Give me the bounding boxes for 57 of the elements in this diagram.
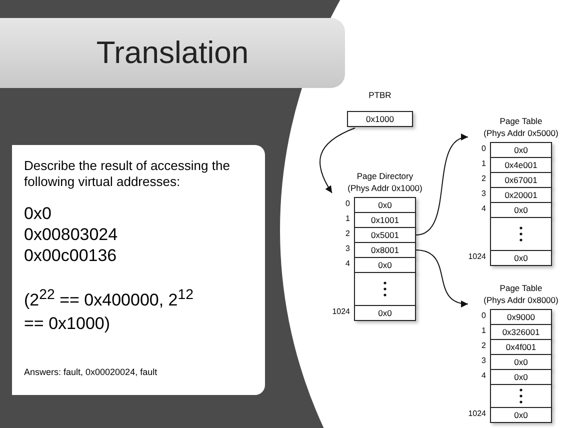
row-index: 4 bbox=[344, 259, 350, 270]
instruction-text: Describe the result of accessing the following virtual addresses: bbox=[24, 158, 231, 190]
table-entry: 0x0 bbox=[490, 354, 552, 370]
arrow bbox=[416, 250, 468, 307]
row-index: 1024 bbox=[467, 409, 486, 420]
row-index: 2 bbox=[480, 341, 486, 352]
row-index: 0 bbox=[480, 311, 486, 322]
row-index: 1 bbox=[344, 214, 350, 225]
row-index: 1 bbox=[480, 159, 486, 170]
row-index: 1024 bbox=[467, 252, 486, 263]
table-entry: 0x5001 bbox=[354, 227, 416, 243]
table-entry: 0x0 bbox=[490, 407, 552, 423]
register-label: PTBR bbox=[368, 90, 392, 102]
register-box: 0x1000 bbox=[347, 111, 413, 127]
row-index: 3 bbox=[344, 244, 350, 255]
arrow bbox=[416, 135, 468, 236]
table-entry: 0x0 bbox=[354, 257, 416, 273]
table-entry: 0x0 bbox=[354, 197, 416, 213]
row-index: 4 bbox=[480, 371, 486, 382]
row-index: 3 bbox=[480, 189, 486, 200]
arrow bbox=[320, 128, 356, 194]
table-title: Page Table bbox=[498, 283, 544, 295]
table-entry: 0x4f001 bbox=[490, 339, 552, 355]
row-index: 0 bbox=[480, 144, 486, 155]
table-entry: 0x326001 bbox=[490, 324, 552, 340]
table-entry: 0x0 bbox=[490, 202, 552, 218]
row-index: 0 bbox=[344, 199, 350, 210]
address-text: 0x0 bbox=[24, 203, 52, 224]
row-index: 1024 bbox=[331, 307, 350, 318]
answer-text: Answers: fault, 0x00020024, fault bbox=[24, 366, 158, 378]
table-title: Page Directory bbox=[356, 171, 414, 183]
row-index: 3 bbox=[480, 356, 486, 367]
row-index: 4 bbox=[480, 204, 486, 215]
table-entry: 0x0 bbox=[490, 250, 552, 266]
title-bar: Translation bbox=[0, 18, 345, 88]
table-title: Page Table bbox=[498, 116, 544, 128]
address-text: 0x00c00136 bbox=[24, 245, 118, 266]
table-entry: 0x0 bbox=[490, 369, 552, 385]
table-entry: 0x4e001 bbox=[490, 157, 552, 173]
row-index: 2 bbox=[344, 229, 350, 240]
address-note: (Phys Addr 0x5000) bbox=[482, 128, 560, 140]
table-entry: 0x1001 bbox=[354, 212, 416, 228]
table-entry: 0x9000 bbox=[490, 309, 552, 325]
table-entry: 0x0 bbox=[490, 142, 552, 158]
hint-text: (2$^{22}$ == 0x400000, 2$^{12}$ == 0x1000) bbox=[24, 286, 195, 335]
table-entry: 0x0 bbox=[354, 305, 416, 321]
row-index: 1 bbox=[480, 326, 486, 337]
table-entry bbox=[490, 217, 552, 251]
table-entry: 0x8001 bbox=[354, 242, 416, 258]
table-entry bbox=[490, 384, 552, 408]
table-entry: 0x20001 bbox=[490, 187, 552, 203]
address-note: (Phys Addr 0x1000) bbox=[346, 183, 424, 195]
address-text: 0x00803024 bbox=[24, 224, 119, 245]
table-entry bbox=[354, 272, 416, 306]
row-index: 2 bbox=[480, 174, 486, 185]
address-note: (Phys Addr 0x8000) bbox=[482, 295, 560, 307]
table-entry: 0x67001 bbox=[490, 172, 552, 188]
